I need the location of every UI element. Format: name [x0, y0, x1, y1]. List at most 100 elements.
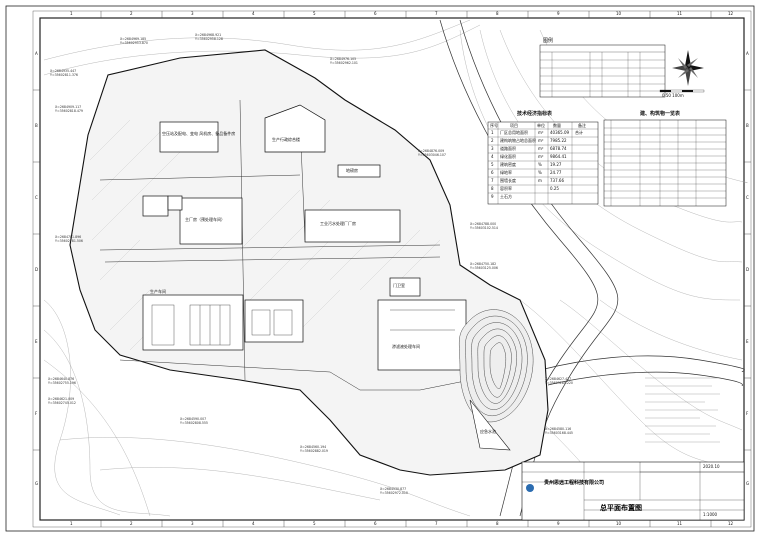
- building-weighbridge: [337, 164, 381, 178]
- tech-table: [487, 121, 599, 205]
- north-arrow-icon: [672, 50, 704, 86]
- svg-text:Y=35602755.196: Y=35602755.196: [48, 381, 76, 385]
- svg-text:Y=35602958.128: Y=35602958.128: [195, 37, 223, 41]
- svg-text:Y=35602808.555: Y=35602808.555: [180, 421, 208, 425]
- row-f: F: [35, 411, 38, 416]
- col-7: 7: [435, 11, 438, 16]
- tech-row-2-unit: m²: [538, 138, 544, 143]
- tech-row-8-item: 容积率: [500, 186, 512, 191]
- col-8-bottom: 8: [496, 521, 499, 526]
- scale-bar: [659, 89, 705, 93]
- building-guardhouse: [389, 277, 421, 297]
- col-2: 2: [130, 11, 133, 16]
- col-7-bottom: 7: [435, 521, 438, 526]
- col-4-bottom: 4: [252, 521, 255, 526]
- col-5: 5: [313, 11, 316, 16]
- svg-text:X=2684750.182: X=2684750.182: [470, 262, 496, 266]
- tech-row-3-no: 3: [491, 146, 494, 151]
- svg-text:X=2684627.417: X=2684627.417: [545, 377, 571, 381]
- svg-text:Y=35602745.012: Y=35602745.012: [48, 401, 76, 405]
- tech-row-4-item: 绿化面积: [500, 154, 516, 159]
- svg-text:Y=35603180.220: Y=35603180.220: [545, 381, 573, 385]
- row-e-right: E: [746, 339, 749, 344]
- tech-row-6-val: 24.77: [550, 170, 562, 175]
- building-main-plant: [179, 197, 243, 245]
- landfill-mound: [459, 309, 534, 423]
- svg-text:Y=35602953.870: Y=35602953.870: [120, 41, 148, 45]
- col-9-bottom: 9: [557, 521, 560, 526]
- building-table: [603, 119, 727, 207]
- tech-row-2-val: 7985.22: [550, 138, 567, 143]
- building-wastewater: [304, 209, 401, 243]
- svg-text:X=2684580.116: X=2684580.116: [545, 427, 571, 431]
- col-11-bottom: 11: [677, 521, 683, 526]
- tech-header-1: 项目: [510, 123, 518, 128]
- tech-row-4-val: 9864.41: [550, 154, 567, 159]
- legend-title: 图例: [543, 38, 554, 44]
- tech-row-7-no: 7: [491, 178, 494, 183]
- tech-row-7-val: 737.66: [550, 178, 564, 183]
- row-g: G: [35, 481, 39, 486]
- row-d-right: D: [746, 267, 750, 272]
- row-c-right: C: [746, 195, 749, 200]
- row-d: D: [35, 267, 39, 272]
- row-e: E: [35, 339, 38, 344]
- company-name: 贵州思远工程科技有限公司: [544, 480, 605, 486]
- svg-text:Y=35603125.006: Y=35603125.006: [470, 266, 498, 270]
- svg-text:X=2684976.105: X=2684976.105: [330, 57, 356, 61]
- col-10-bottom: 10: [616, 521, 622, 526]
- scale-label: 0 50 100m: [662, 93, 684, 98]
- tech-row-5-item: 建筑密度: [500, 162, 516, 167]
- internal-roads: [99, 99, 471, 391]
- col-5-bottom: 5: [313, 521, 316, 526]
- grid-ticks: [33, 11, 751, 527]
- tech-row-3-val: 6878.74: [550, 146, 567, 151]
- row-a-right: A: [746, 51, 749, 56]
- tech-row-1-note: 合计: [575, 130, 583, 135]
- row-f-right: F: [746, 411, 749, 416]
- svg-text:Y=35602811.376: Y=35602811.376: [50, 73, 78, 77]
- svg-text:X=2684969.185: X=2684969.185: [120, 37, 146, 41]
- svg-text:Y=35603102.514: Y=35603102.514: [470, 226, 498, 230]
- tech-header-2: 单位: [537, 123, 545, 128]
- tech-row-1-val: 40365.09: [550, 130, 570, 135]
- row-g-right: G: [746, 481, 750, 486]
- col-12: 12: [728, 11, 734, 16]
- svg-text:Y=35603046.107: Y=35603046.107: [418, 153, 446, 157]
- col-6: 6: [374, 11, 377, 16]
- building-admin: [264, 104, 326, 153]
- building-leachate: [377, 299, 467, 371]
- building-small-1: [142, 195, 169, 217]
- svg-text:Y=35603168.445: Y=35603168.445: [545, 431, 573, 435]
- row-b-right: B: [746, 123, 749, 128]
- company-logo: [526, 484, 534, 492]
- col-12-bottom: 12: [728, 521, 734, 526]
- svg-text:X=2684876.009: X=2684876.009: [418, 149, 444, 153]
- svg-text:X=2684560.194: X=2684560.194: [300, 445, 326, 449]
- scale-text: 1:1000: [703, 512, 718, 517]
- label-workshop: 生产车间: [150, 289, 166, 294]
- building-treatment: [142, 294, 244, 351]
- col-2-bottom: 2: [130, 521, 133, 526]
- label-admin: 生产行政综合楼: [272, 137, 300, 142]
- tech-row-3-unit: m²: [538, 146, 544, 151]
- label-leachate: 渗滤液处理车间: [392, 344, 420, 349]
- col-3-bottom: 3: [191, 521, 194, 526]
- col-9: 9: [557, 11, 560, 16]
- col-10: 10: [616, 11, 622, 16]
- svg-text:X=2684530.877: X=2684530.877: [380, 487, 406, 491]
- building-pool: [469, 399, 511, 451]
- tech-row-3-item: 道路面积: [500, 146, 516, 151]
- label-compressor: 空压站及配电、变电 风机房、备品备件房: [162, 131, 236, 136]
- col-4: 4: [252, 11, 255, 16]
- svg-text:Y=35602781.506: Y=35602781.506: [55, 239, 83, 243]
- svg-text:Y=35602818.479: Y=35602818.479: [55, 109, 83, 113]
- tech-row-5-no: 5: [491, 162, 494, 167]
- col-8: 8: [496, 11, 499, 16]
- tech-row-1-no: 1: [491, 130, 494, 135]
- col-6-bottom: 6: [374, 521, 377, 526]
- tech-row-2-no: 2: [491, 138, 494, 143]
- label-main-plant: 主厂房（预处理车间）: [185, 217, 225, 222]
- tech-row-7-item: 围墙长度: [500, 178, 516, 183]
